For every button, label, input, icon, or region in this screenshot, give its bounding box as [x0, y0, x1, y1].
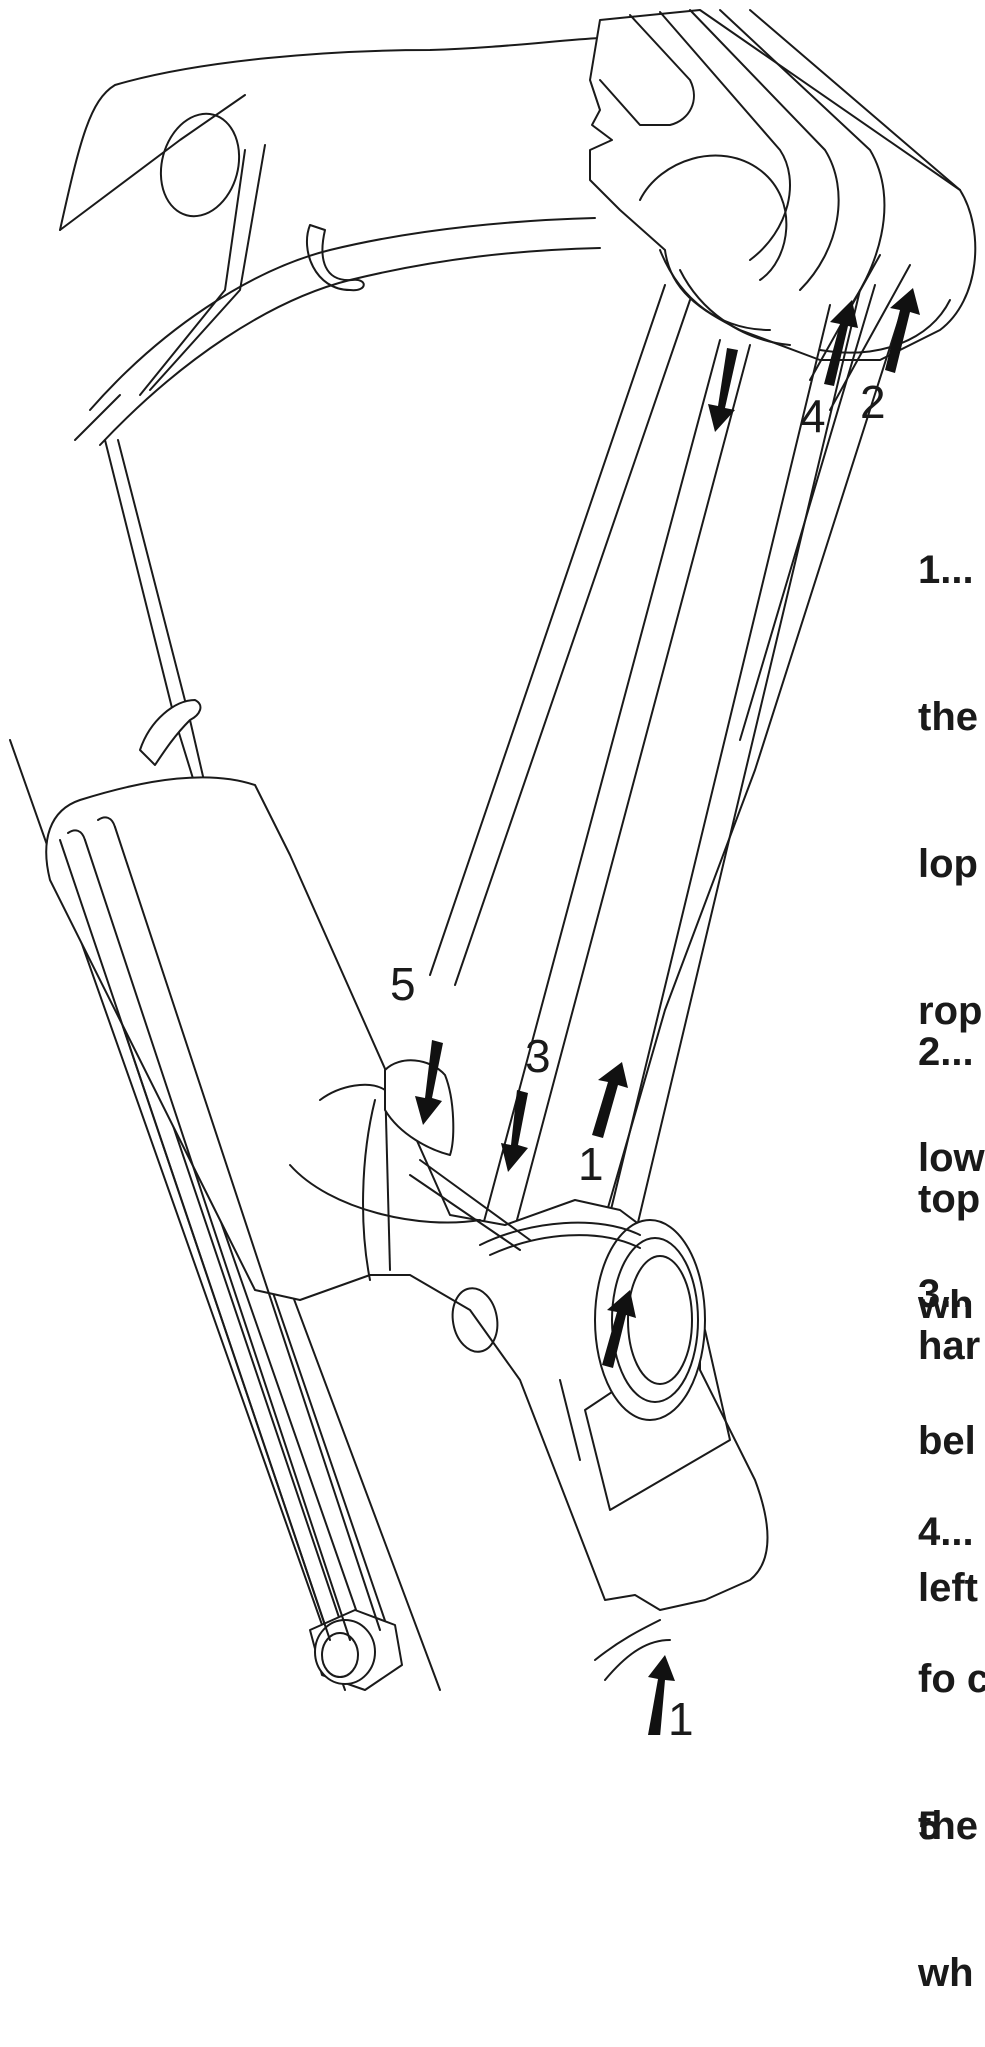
left-tether	[104, 439, 206, 786]
instruction-5-line: 5	[918, 1804, 941, 1848]
instruction-1-line: low	[918, 1136, 985, 1180]
instruction-3-line: bel	[918, 1419, 976, 1463]
instruction-3-line: left	[918, 1566, 978, 1610]
instruction-4-line: 4...	[918, 1510, 974, 1554]
instruction-1: 1... the lop rop low wh	[918, 448, 985, 1379]
instruction-2-line: har	[918, 1324, 981, 1368]
direction-arrows	[415, 288, 920, 1735]
instruction-5: 5	[918, 1704, 940, 1900]
instruction-3-line: 3...	[918, 1272, 974, 1316]
lower-body	[45, 776, 769, 1641]
instruction-4-line: fo c	[918, 1657, 985, 1701]
instruction-1-line: rop	[918, 989, 983, 1033]
label-1-bottom: 1	[668, 1693, 694, 1735]
arrow-up-2	[885, 288, 920, 373]
instruction-1-line: lop	[918, 842, 978, 886]
label-3: 3	[525, 1030, 551, 1082]
arrow-up-lower	[602, 1290, 636, 1368]
upper-pulley-block	[589, 9, 977, 361]
arrow-up-1-bottom	[648, 1655, 675, 1735]
instruction-1-line: the	[918, 695, 978, 739]
rope-runs	[429, 254, 911, 1271]
instruction-2-line: top	[918, 1177, 981, 1221]
instruction-2-line: 2...	[918, 1030, 974, 1074]
label-2: 2	[860, 376, 886, 428]
upper-arm	[59, 37, 601, 446]
pulley-rigging-diagram: 4 2 5 3 1 1	[9, 9, 977, 1735]
instruction-4-line: wh	[918, 1951, 974, 1995]
label-4: 4	[800, 390, 826, 442]
arrow-up-4	[824, 300, 858, 386]
bottom-rope	[594, 1619, 671, 1681]
arrow-down-5	[415, 1040, 443, 1125]
arrow-down-3	[501, 1090, 528, 1172]
instruction-1-line: wh	[918, 1283, 974, 1327]
instruction-2: 2... top har	[918, 930, 980, 1420]
instruction-3: 3... bel left	[918, 1172, 978, 1662]
lower-pulley	[479, 1219, 706, 1421]
arrow-up-1-mid	[592, 1062, 628, 1138]
arrow-down-top	[708, 348, 738, 432]
instruction-1-line: 1...	[918, 548, 974, 592]
label-5: 5	[390, 958, 416, 1010]
label-1-mid: 1	[578, 1138, 604, 1190]
